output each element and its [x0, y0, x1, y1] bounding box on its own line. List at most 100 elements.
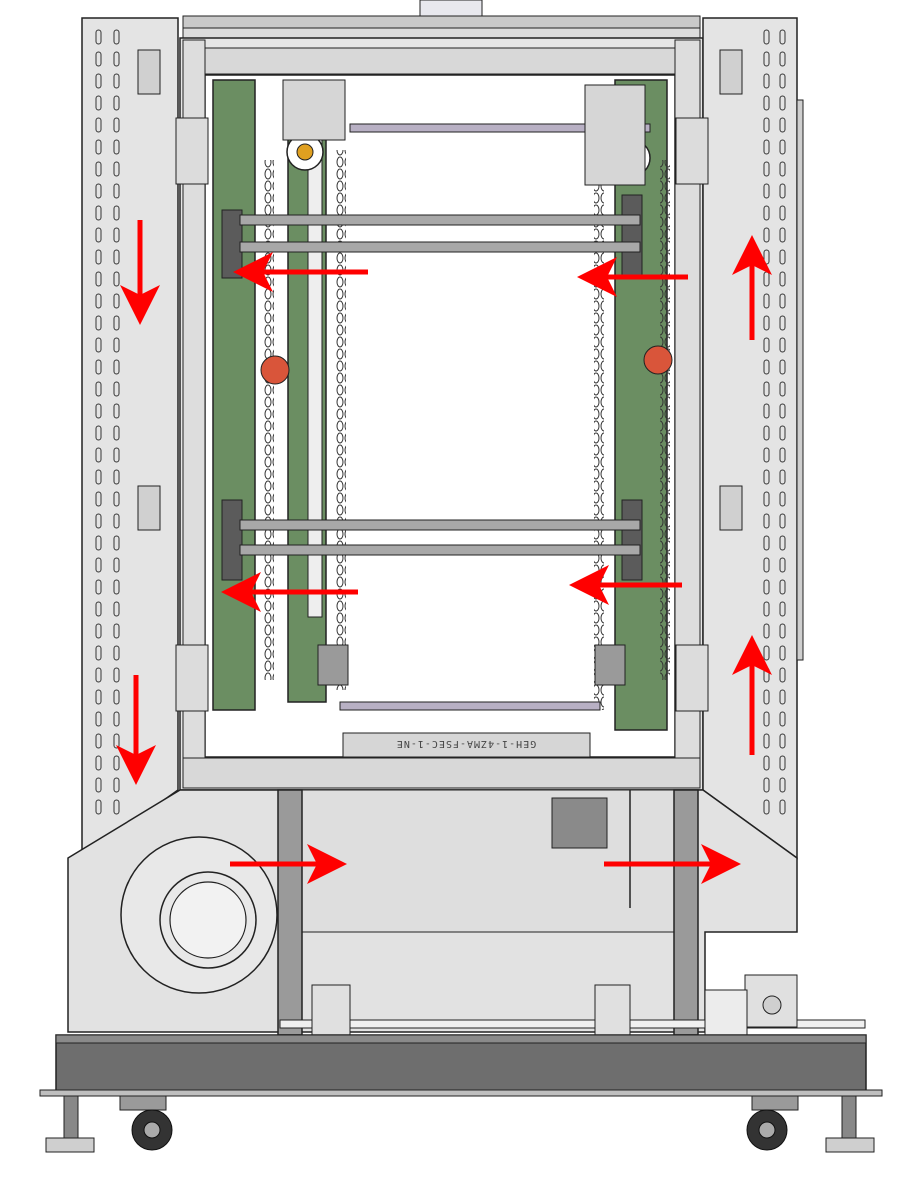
- vent-slot: [113, 95, 120, 111]
- vent-slot: [763, 799, 770, 815]
- vent-slot: [779, 667, 786, 683]
- vent-slot: [95, 425, 102, 441]
- right-door-panel: [675, 17, 804, 860]
- vent-slot: [95, 535, 102, 551]
- vent-slot: [763, 51, 770, 67]
- vent-slot: [95, 381, 102, 397]
- vent-slot: [95, 623, 102, 639]
- vent-slot: [95, 139, 102, 155]
- vent-slot: [779, 161, 786, 177]
- vent-slot: [763, 183, 770, 199]
- vent-slot: [95, 667, 102, 683]
- horizontal-shafts: [239, 123, 651, 711]
- vent-slot: [95, 601, 102, 617]
- vent-slot: [779, 579, 786, 595]
- vent-slot: [95, 161, 102, 177]
- vent-slot: [113, 403, 120, 419]
- drive-chains: [264, 150, 670, 710]
- vent-slot: [113, 623, 120, 639]
- vent-slot: [113, 29, 120, 45]
- vent-slot: [763, 161, 770, 177]
- vent-slot: [113, 711, 120, 727]
- vent-slot: [779, 29, 786, 45]
- vent-slot: [779, 227, 786, 243]
- vent-slot: [113, 315, 120, 331]
- vent-slot: [763, 381, 770, 397]
- vent-slot: [95, 51, 102, 67]
- vent-slot: [763, 447, 770, 463]
- vent-slot: [113, 271, 120, 287]
- vent-slot: [779, 799, 786, 815]
- vent-slot: [113, 469, 120, 485]
- vent-slot: [763, 711, 770, 727]
- vent-slot: [779, 403, 786, 419]
- vent-slot: [779, 249, 786, 265]
- vent-slot: [763, 601, 770, 617]
- vent-slot: [779, 95, 786, 111]
- vent-slot: [763, 293, 770, 309]
- vent-slot: [113, 205, 120, 221]
- vent-slot: [113, 645, 120, 661]
- vent-slot: [95, 579, 102, 595]
- vent-slot: [113, 689, 120, 705]
- vent-slot: [763, 95, 770, 111]
- vent-slot: [95, 293, 102, 309]
- vent-slot: [779, 271, 786, 287]
- vent-slot: [95, 557, 102, 573]
- vent-slot: [95, 29, 102, 45]
- vent-slot: [95, 799, 102, 815]
- vent-slot: [95, 337, 102, 353]
- vent-slot: [113, 535, 120, 551]
- vent-slot: [763, 535, 770, 551]
- vent-slot: [113, 491, 120, 507]
- vent-slot: [763, 755, 770, 771]
- vent-slot: [763, 557, 770, 573]
- vent-slot: [779, 689, 786, 705]
- vent-slot: [763, 469, 770, 485]
- vent-slot: [113, 381, 120, 397]
- vent-slot: [763, 689, 770, 705]
- sprockets: [260, 79, 673, 686]
- vent-slot: [113, 513, 120, 529]
- vent-slot: [95, 73, 102, 89]
- vent-slot: [113, 73, 120, 89]
- vent-slot: [113, 249, 120, 265]
- vent-slot: [95, 403, 102, 419]
- vent-slot: [113, 667, 120, 683]
- left-door-panel: [81, 17, 209, 860]
- vent-slot: [763, 205, 770, 221]
- vent-slot: [779, 205, 786, 221]
- vent-slot: [95, 205, 102, 221]
- vent-slot: [763, 491, 770, 507]
- vent-slot: [763, 403, 770, 419]
- vent-slot: [763, 73, 770, 89]
- fan-housing: [120, 836, 278, 994]
- vent-slot: [95, 513, 102, 529]
- vent-slot: [113, 799, 120, 815]
- vent-slot: [95, 755, 102, 771]
- vent-slot: [95, 733, 102, 749]
- vent-slot: [95, 117, 102, 133]
- vent-slot: [763, 139, 770, 155]
- vent-slot: [763, 29, 770, 45]
- vent-slot: [763, 359, 770, 375]
- vent-slot: [113, 161, 120, 177]
- vent-slot: [779, 73, 786, 89]
- vent-slot: [763, 425, 770, 441]
- vent-slot: [95, 183, 102, 199]
- vent-slot: [95, 777, 102, 793]
- vent-slot: [779, 447, 786, 463]
- vent-slot: [779, 51, 786, 67]
- vent-slot: [779, 337, 786, 353]
- vent-slot: [113, 183, 120, 199]
- vent-slot: [763, 777, 770, 793]
- vent-slot: [95, 645, 102, 661]
- vent-slot: [779, 755, 786, 771]
- vent-slot: [113, 51, 120, 67]
- vent-slot: [113, 557, 120, 573]
- vent-slot: [113, 359, 120, 375]
- vent-slot: [113, 227, 120, 243]
- vent-slot: [779, 623, 786, 639]
- part-stamp: GEH-1-4ZMA-FSEC-1-NE: [396, 738, 536, 749]
